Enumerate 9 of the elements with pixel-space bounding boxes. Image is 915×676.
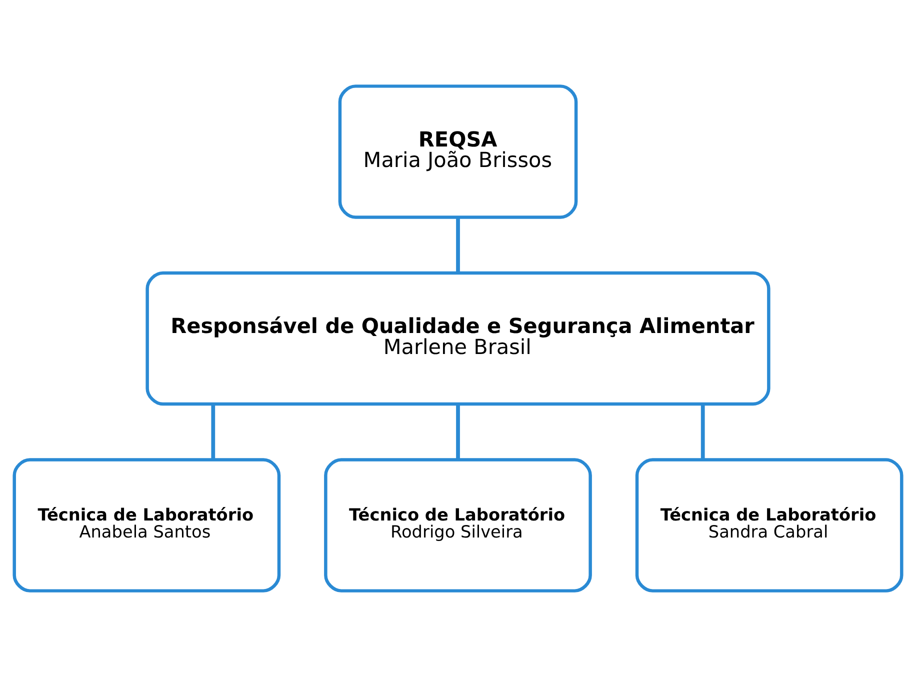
connector [456, 217, 460, 272]
connector [700, 404, 704, 459]
connector [456, 404, 460, 459]
node-box: REQSA Maria João Brissos [338, 84, 578, 218]
node-box: Técnica de Laboratório Sandra Cabral [634, 458, 903, 592]
node-box: Responsável de Qualidade e Segurança Alimentar Marlene Brasil [145, 270, 770, 406]
node-box: Técnica de Laboratório Anabela Santos [12, 458, 280, 592]
connector [210, 404, 215, 459]
node-box: Técnico de Laboratório Rodrigo Silveira [324, 458, 592, 592]
